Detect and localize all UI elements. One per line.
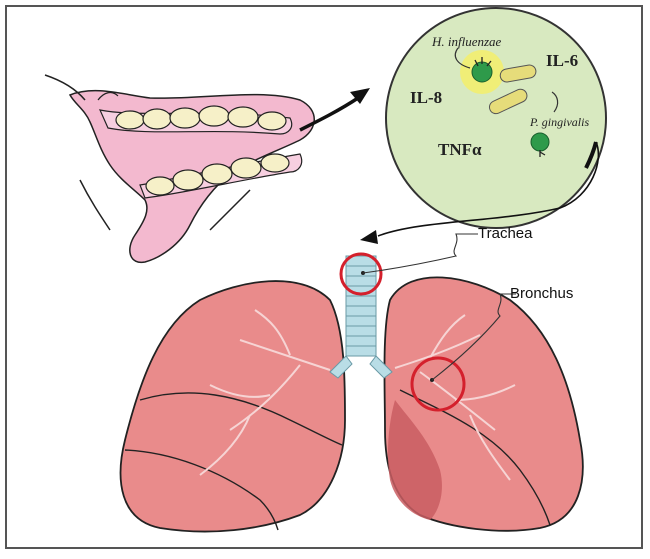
label-il8: IL-8 <box>410 88 442 107</box>
label-il6: IL-6 <box>546 51 578 70</box>
label-bronchus: Bronchus <box>510 285 573 302</box>
label-trachea: Trachea <box>478 225 533 242</box>
inflammation-circle: H. influenzae IL-6 IL-8 P. gingivalis TN… <box>386 8 606 228</box>
label-h-influenzae: H. influenzae <box>431 34 502 49</box>
label-tnfa: TNFα <box>438 140 482 159</box>
bacterium-green <box>531 133 549 151</box>
label-p-gingivalis: P. gingivalis <box>529 115 589 129</box>
bacterium-icon <box>472 62 492 82</box>
